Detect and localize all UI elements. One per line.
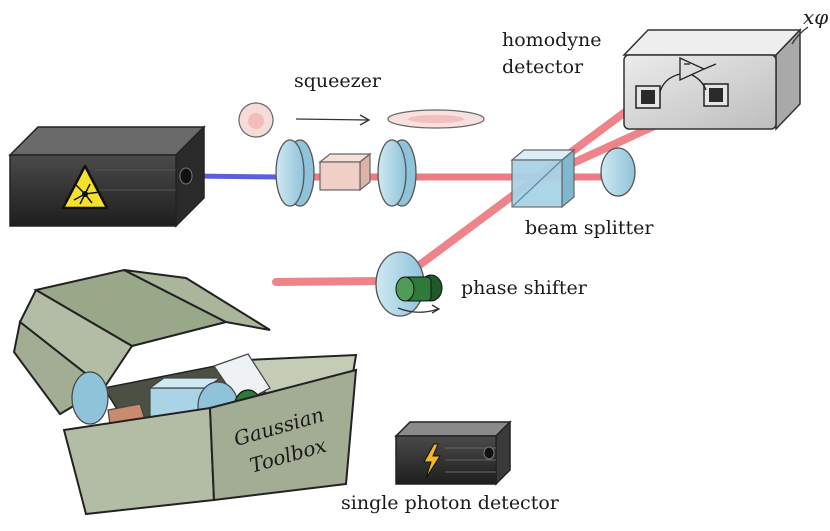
output-signal-line	[791, 26, 809, 45]
vacuum-state-circle	[238, 102, 274, 138]
beam-splitter-label: beam splitter	[525, 217, 654, 239]
nonlinear-crystal	[318, 152, 372, 192]
lens-left	[275, 139, 315, 207]
gaussian-toolbox: Gaussian Toolbox	[12, 268, 358, 516]
photodiode-right-icon	[703, 83, 729, 107]
rotation-arrow-icon	[397, 304, 441, 314]
output-lens	[600, 147, 636, 197]
beam-splitter	[510, 148, 576, 209]
lightning-icon	[423, 443, 441, 479]
lens-right	[377, 139, 417, 207]
squeezed-state-ellipse	[387, 109, 485, 129]
photodiode-left-icon	[635, 85, 661, 109]
squeezer-label: squeezer	[294, 70, 381, 92]
laser-source	[8, 125, 206, 228]
homodyne-detector-label-line2: detector	[502, 56, 584, 78]
single-photon-detector	[394, 420, 512, 486]
squeezing-arrow	[295, 114, 371, 126]
amplifier-icon	[659, 56, 717, 93]
local-oscillator-beam	[272, 277, 392, 286]
squeezer	[238, 102, 485, 207]
pump-beam	[187, 173, 285, 180]
homodyne-detector	[622, 26, 809, 131]
quadrature-output-label: xφ	[803, 5, 828, 29]
phase-shifter	[375, 251, 443, 317]
phase-shifter-label: phase shifter	[461, 277, 587, 299]
laser-hazard-icon	[61, 164, 109, 210]
single-photon-detector-label: single photon detector	[341, 492, 559, 514]
rotation-knob-icon	[395, 274, 443, 302]
homodyne-detector-label-line1: homodyne	[502, 29, 602, 51]
